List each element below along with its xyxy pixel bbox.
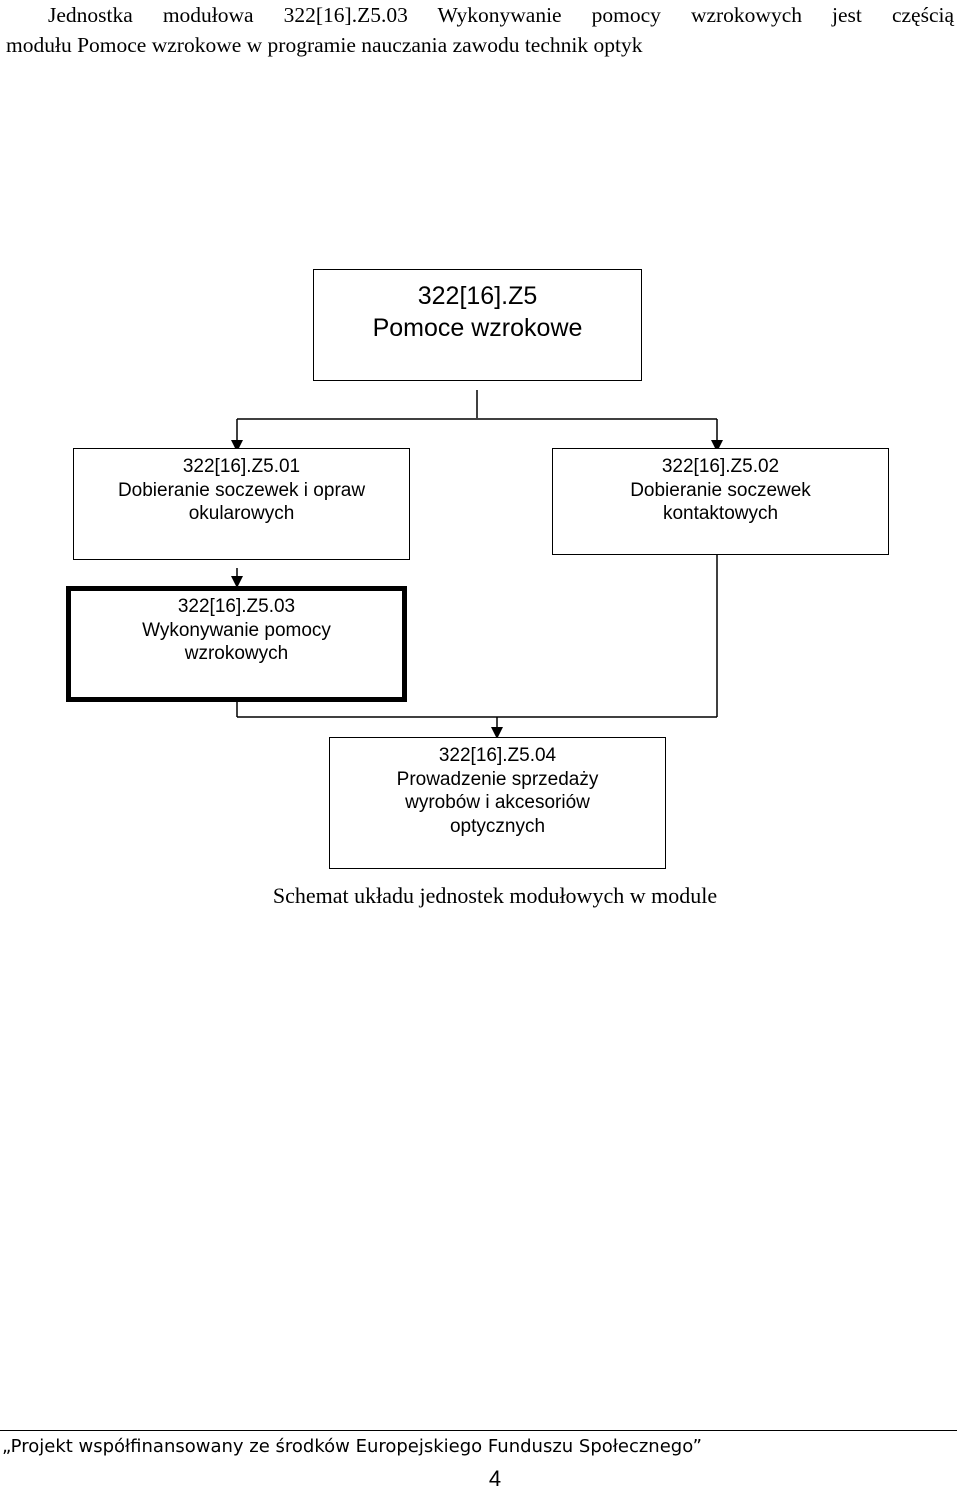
- intro-line-2: modułu Pomoce wzrokowe w programie naucz…: [6, 33, 643, 57]
- unit04-name-line1: Prowadzenie sprzedaży: [396, 768, 599, 790]
- intro-paragraph: Jednostka modułowa 322[16].Z5.03 Wykonyw…: [6, 0, 954, 60]
- unit02-name-line2: kontaktowych: [662, 503, 779, 524]
- unit02-name-line1: Dobieranie soczewek: [630, 479, 811, 501]
- unit04-name-line2: wyrobów i akcesoriów: [405, 792, 590, 813]
- unit03-code: 322[16].Z5.03: [177, 596, 296, 617]
- unit02-code: 322[16].Z5.02: [661, 456, 780, 477]
- unit04-name-line3: optycznych: [449, 815, 546, 837]
- unit01-name-line1: Dobieranie soczewek i opraw: [117, 479, 366, 501]
- arrowhead-unit02: [711, 440, 723, 452]
- unit03-box-highlighted: 322[16].Z5.03 Wykonywanie pomocy wzrokow…: [66, 586, 407, 702]
- unit01-code: 322[16].Z5.01: [182, 456, 301, 477]
- root-module-code: 322[16].Z5: [417, 282, 538, 310]
- footer-divider: [0, 1430, 957, 1431]
- unit03-name-line1: Wykonywanie pomocy: [142, 619, 331, 641]
- unit04-code: 322[16].Z5.04: [438, 745, 557, 766]
- footer-project-note: „Projekt współfinansowany ze środków Eur…: [2, 1436, 702, 1457]
- arrowhead-unit03: [231, 576, 243, 588]
- page-number: 4: [488, 1466, 502, 1491]
- unit02-box: 322[16].Z5.02 Dobieranie soczewek kontak…: [552, 448, 889, 555]
- diagram-caption: Schemat układu jednostek modułowych w mo…: [272, 883, 718, 908]
- unit01-box: 322[16].Z5.01 Dobieranie soczewek i opra…: [73, 448, 410, 560]
- root-module-name: Pomoce wzrokowe: [372, 314, 583, 342]
- intro-line-1: Jednostka modułowa 322[16].Z5.03 Wykonyw…: [48, 3, 954, 27]
- unit03-name-line2: wzrokowych: [184, 643, 289, 664]
- unit04-box: 322[16].Z5.04 Prowadzenie sprzedaży wyro…: [329, 737, 666, 869]
- arrowhead-unit01: [231, 440, 243, 452]
- arrowhead-unit04: [491, 727, 503, 739]
- root-module-box: 322[16].Z5 Pomoce wzrokowe: [313, 269, 642, 381]
- unit01-name-line2: okularowych: [188, 503, 295, 524]
